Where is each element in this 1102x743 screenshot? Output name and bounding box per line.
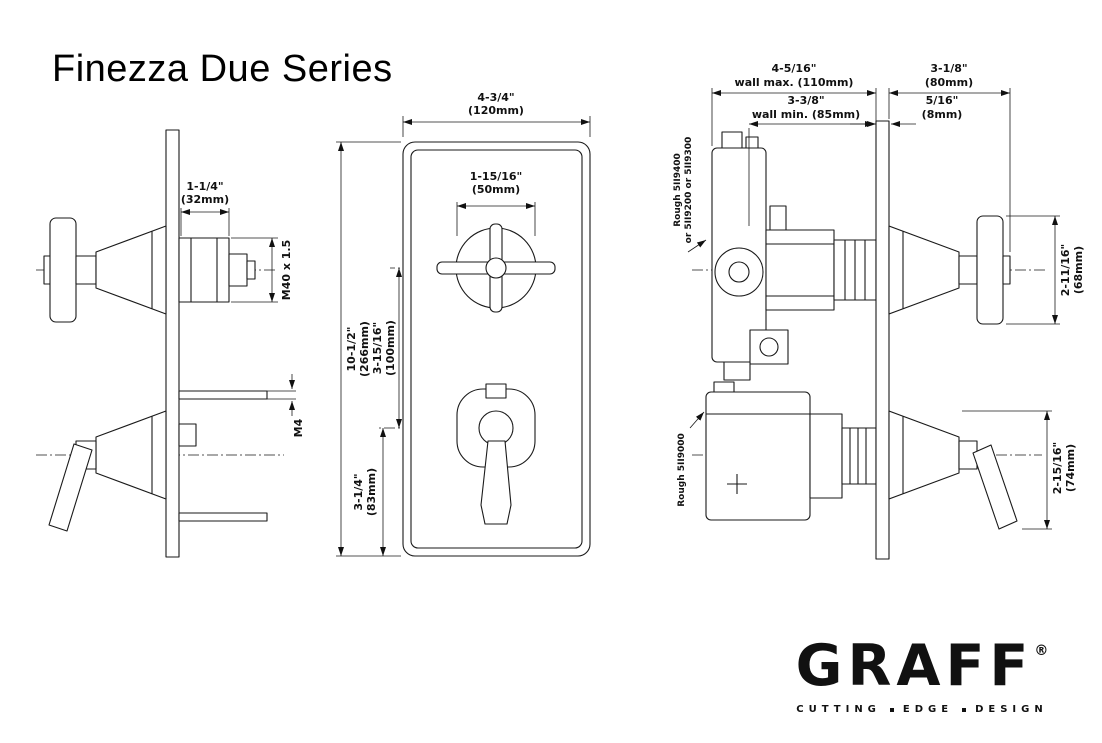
dim-text-trim-in: 3-1/8": [930, 62, 967, 75]
dim-text-hub-in: 1-1/4": [186, 180, 223, 193]
dim-text-centers-in: 3-15/16": [371, 322, 384, 375]
screw-size-label: M4: [292, 418, 305, 437]
dim-text-plate-mm: (8mm): [922, 108, 963, 121]
thread-size-label: M40 x 1.5: [280, 240, 293, 301]
rough-valve-label-top: Rough 5II9400 or 5II9200 or 5II9300: [673, 137, 707, 253]
dim-text-wallmin-in: 3-3/8": [787, 94, 824, 107]
dim-plate-height: 10-1/2" (266mm): [336, 141, 401, 557]
separator-square-icon: [962, 707, 967, 712]
dim-text-wallmax-in: 4-5/16": [772, 62, 817, 75]
dim-plate-thickness: 5/16" (8mm): [850, 94, 963, 127]
dim-handle-hub-width: 1-1/4" (32mm): [180, 180, 230, 236]
brand-wordmark-row: GRAFF®: [784, 638, 1060, 695]
dim-text-knob-mm: (50mm): [472, 183, 520, 196]
dim-cross-handle-height: 2-11/16" (68mm): [1006, 215, 1085, 325]
dim-screw-m4: M4: [267, 374, 305, 437]
tagline-word: EDGE: [902, 704, 954, 715]
dim-text-lever-in: 2-15/16": [1051, 442, 1064, 495]
dim-lever-to-bottom: 3-1/4" (83mm): [352, 428, 386, 556]
dim-text-width-in: 4-3/4": [477, 91, 514, 104]
dim-trim-projection: 3-1/8" (80mm): [888, 62, 1011, 252]
tagline-word: CUTTING: [796, 704, 881, 715]
rough-top-label-line1: Rough 5II9400: [673, 153, 683, 227]
side-geometry: [692, 120, 1048, 560]
view-front: 4-3/4" (120mm) 1-15/16" (50mm) 10-1/2" (…: [336, 91, 591, 557]
graff-logo: GRAFF® CUTTING EDGE DESIGN: [784, 638, 1060, 716]
dim-text-knob-in: 1-15/16": [470, 170, 523, 183]
view-side-section: 4-5/16" wall max. (110mm) 3-1/8" (80mm) …: [673, 62, 1085, 560]
dim-text-wallmax-note: wall max. (110mm): [735, 76, 854, 89]
dim-text-width-mm: (120mm): [468, 104, 524, 117]
rough-top-label-line2: or 5II9200 or 5II9300: [684, 137, 694, 244]
dim-text-lever-mm: (74mm): [1064, 444, 1077, 492]
dim-text-height-in: 10-1/2": [345, 327, 358, 372]
dim-text-wallmin-note: wall min. (85mm): [752, 108, 860, 121]
dim-text-hub-mm: (32mm): [181, 193, 229, 206]
dim-text-height-mm: (266mm): [358, 321, 371, 377]
dim-text-bottom-in: 3-1/4": [352, 473, 365, 510]
dim-text-tophandle-mm: (68mm): [1072, 246, 1085, 294]
page-title: Finezza Due Series: [52, 48, 393, 90]
separator-square-icon: [889, 707, 894, 712]
dim-text-centers-mm: (100mm): [384, 320, 397, 376]
dim-wall-max: 4-5/16" wall max. (110mm): [711, 62, 877, 146]
view-left-profile: 1-1/4" (32mm) M40 x 1.5 M4: [36, 129, 305, 558]
dim-handle-centers: 3-15/16" (100mm): [371, 268, 402, 428]
dim-text-trim-mm: (80mm): [925, 76, 973, 89]
left-geometry: [36, 129, 284, 558]
registered-mark: ®: [1034, 643, 1049, 659]
dim-thread-m40: M40 x 1.5: [231, 237, 293, 303]
dim-plate-width: 4-3/4" (120mm): [402, 91, 591, 137]
front-geometry: [376, 141, 591, 557]
tagline-word: DESIGN: [975, 704, 1048, 715]
dim-text-bottom-mm: (83mm): [365, 468, 378, 516]
dim-lever-handle-height: 2-15/16" (74mm): [962, 410, 1077, 530]
dim-wall-min: 3-3/8" wall min. (85mm): [748, 94, 876, 226]
rough-valve-label-bottom: Rough 5II9000: [677, 411, 705, 507]
dim-knob-width: 1-15/16" (50mm): [456, 170, 536, 236]
brand-tagline: CUTTING EDGE DESIGN: [784, 704, 1060, 715]
brand-wordmark: GRAFF: [795, 633, 1034, 699]
dim-text-tophandle-in: 2-11/16": [1059, 244, 1072, 297]
rough-bottom-label: Rough 5II9000: [677, 433, 687, 507]
dim-text-plate-in: 5/16": [926, 94, 959, 107]
